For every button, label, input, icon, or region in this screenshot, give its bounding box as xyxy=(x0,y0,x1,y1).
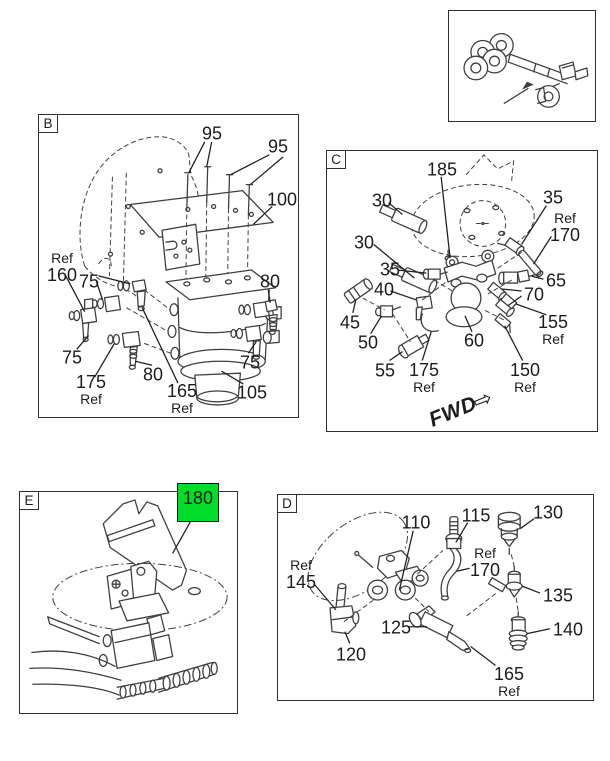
callout-75: 75 xyxy=(78,271,100,292)
valve-and-hoses xyxy=(29,614,218,700)
panel-c-line-art xyxy=(343,154,552,362)
callout-180-text: 180 xyxy=(182,488,214,508)
panel-b-line-art xyxy=(65,136,284,406)
front-end xyxy=(535,61,589,108)
leader-180 xyxy=(172,521,191,554)
panel-b-label: B xyxy=(38,114,58,133)
callout-95: 95 xyxy=(201,123,223,144)
truck-chassis-locator-icon xyxy=(463,32,589,108)
bracket-and-nuts xyxy=(367,549,429,601)
panel-b: B xyxy=(38,114,299,418)
callout-120: 120 xyxy=(335,644,367,665)
fitting-115 xyxy=(440,516,463,601)
callout-180-highlighted[interactable]: 180 xyxy=(177,483,219,522)
panel-e-label: E xyxy=(19,491,39,510)
panel-e-line-art xyxy=(29,499,228,700)
callout-45: 45 xyxy=(339,312,361,333)
callout-40: 40 xyxy=(373,279,395,300)
callout-75: 75 xyxy=(239,352,261,373)
callout-115: 115 xyxy=(461,505,491,526)
callout-100: 100 xyxy=(266,189,298,210)
callout-35: 35 xyxy=(542,187,564,208)
callout-105: 105 xyxy=(236,382,268,403)
callout-55: 55 xyxy=(374,360,396,381)
callout-30: 30 xyxy=(371,190,393,211)
fitting-125 xyxy=(408,605,472,654)
callout-50: 50 xyxy=(357,332,379,353)
callout-35: 35 xyxy=(379,259,401,280)
panel-e: E xyxy=(19,491,238,714)
panel-c-label: C xyxy=(326,150,346,169)
panel-d-label: D xyxy=(277,494,297,513)
leader-lines xyxy=(65,141,284,385)
pedal-hinge-bracket xyxy=(106,560,170,622)
callout-95: 95 xyxy=(267,136,289,157)
left-fittings xyxy=(68,279,147,370)
rear-tandem-wheels xyxy=(463,32,514,81)
callout-60: 60 xyxy=(463,330,485,351)
callout-80: 80 xyxy=(259,271,281,292)
mounting-plate xyxy=(129,189,274,271)
callout-80: 80 xyxy=(142,364,164,385)
brake-valve-drawing xyxy=(126,269,282,406)
fitting-130-135-140-stack xyxy=(487,511,528,651)
fitting-120 xyxy=(329,582,360,635)
panel-c: C xyxy=(326,150,598,432)
locator-thumbnail xyxy=(448,10,596,122)
plate-outline xyxy=(307,511,409,602)
locator-arrow-icon xyxy=(503,81,534,104)
panel-d-line-art xyxy=(307,511,551,666)
valve-body-drawing xyxy=(443,249,497,328)
callout-70: 70 xyxy=(523,284,545,305)
callout-130: 130 xyxy=(532,502,564,523)
leader-lines xyxy=(352,176,552,362)
fittings xyxy=(343,204,544,359)
callout-185: 185 xyxy=(426,159,458,180)
callout-75: 75 xyxy=(61,347,83,368)
leader-lines xyxy=(313,518,551,666)
right-fittings xyxy=(230,299,278,360)
callout-110: 110 xyxy=(401,512,431,533)
frame-rails xyxy=(507,53,570,85)
callout-30: 30 xyxy=(353,232,375,253)
callout-65: 65 xyxy=(545,270,567,291)
panel-d: D xyxy=(277,494,594,701)
callout-135: 135 xyxy=(542,585,574,606)
callout-140: 140 xyxy=(552,619,584,640)
callout-125: 125 xyxy=(380,617,412,638)
construction-lines xyxy=(343,550,497,623)
